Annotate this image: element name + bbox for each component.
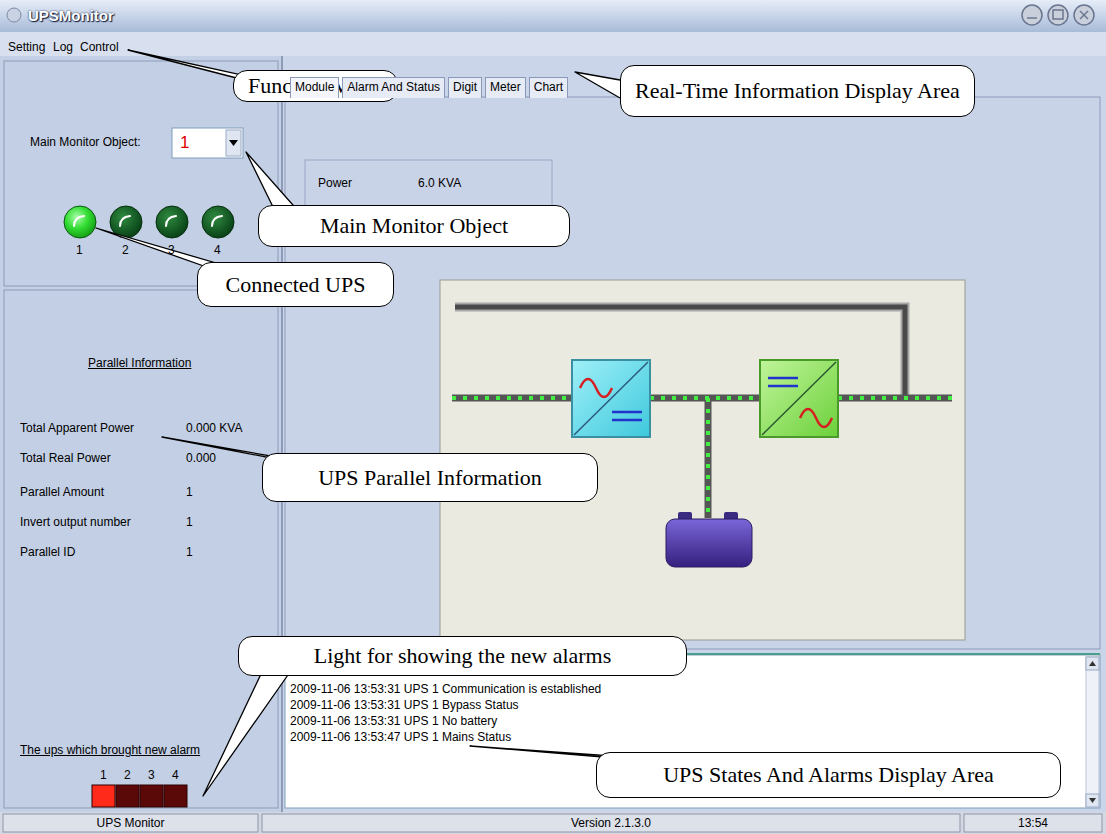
tab-button: Digit: [448, 77, 482, 98]
field-value: 1: [186, 485, 193, 499]
tab-label: Chart: [534, 80, 563, 94]
callout-text: Real-Time Information Display Area: [635, 78, 960, 104]
ups-number: 3: [168, 243, 175, 257]
section-heading: Parallel Information: [88, 356, 191, 370]
status-text: 13:54: [964, 816, 1102, 830]
window-title: UPSMonitor: [28, 7, 114, 25]
field-label: Total Real Power: [20, 451, 111, 465]
section-heading: The ups which brought new alarm: [20, 743, 200, 757]
callout-box: Connected UPS: [197, 262, 394, 307]
left-panel: [0, 56, 282, 812]
log-entry: 2009-11-06 13:53:31 UPS 1 Communication …: [290, 682, 601, 696]
callout-box: Light for showing the new alarms: [238, 636, 687, 676]
callout-text: UPS Parallel Information: [318, 465, 542, 491]
title-bar: [0, 0, 1106, 32]
ups-lights: [64, 206, 234, 238]
callout-text: Connected UPS: [226, 272, 366, 298]
app-icon: [7, 8, 21, 22]
ups-number: 4: [214, 243, 221, 257]
log-entry: 2009-11-06 13:53:47 UPS 1 Mains Status: [290, 730, 511, 744]
dropdown: [172, 128, 243, 158]
menu-item: Log: [53, 40, 73, 54]
callout-box: UPS Parallel Information: [262, 453, 598, 502]
tab-button: Module: [290, 77, 339, 98]
ups-number: 2: [124, 768, 131, 782]
field-label: Main Monitor Object:: [30, 135, 141, 149]
status-text: UPS Monitor: [3, 816, 258, 830]
tab-button: Meter: [485, 77, 526, 98]
callout-text: UPS States And Alarms Display Area: [663, 762, 994, 788]
log-area: [285, 655, 1100, 808]
alarm-lights: [92, 785, 187, 807]
ups-number: 2: [122, 243, 129, 257]
tab-button: Alarm And Status: [342, 77, 445, 98]
field-value: 1: [186, 545, 193, 559]
callout-box: Main Monitor Object: [258, 205, 570, 247]
status-bar: [0, 812, 1106, 834]
splitter: [281, 56, 283, 812]
menu-item: Setting: [8, 40, 45, 54]
ups-number: 1: [76, 243, 83, 257]
callout-box: UPS States And Alarms Display Area: [596, 752, 1061, 798]
window-buttons: [1022, 5, 1094, 25]
menu-item: Control: [80, 40, 119, 54]
dropdown-value: 1: [180, 133, 189, 153]
ups-number: 1: [100, 768, 107, 782]
tab-label: Module: [295, 80, 334, 94]
field-label: Parallel ID: [20, 545, 75, 559]
menu-bar: [0, 32, 1106, 56]
tab-button: Chart: [529, 77, 568, 98]
field-label: Parallel Amount: [20, 485, 104, 499]
field-value: 1: [186, 515, 193, 529]
status-text: Version 2.1.3.0: [262, 816, 960, 830]
log-entry: 2009-11-06 13:53:31 UPS 1 No battery: [290, 714, 497, 728]
tab-label: Meter: [490, 80, 521, 94]
field-label: Invert output number: [20, 515, 131, 529]
log-entry: 2009-11-06 13:53:31 UPS 1 Bypass Status: [290, 698, 519, 712]
ups-number: 4: [172, 768, 179, 782]
content-area: [285, 97, 1100, 649]
field-value: 6.0 KVA: [418, 176, 461, 190]
callout-text: Main Monitor Object: [320, 213, 508, 239]
field-label: Total Apparent Power: [20, 421, 134, 435]
field-value: 0.000: [186, 451, 216, 465]
tab-label: Alarm And Status: [347, 80, 440, 94]
tab-label: Digit: [453, 80, 477, 94]
callout-text: Light for showing the new alarms: [314, 643, 612, 669]
callout-tails: [96, 50, 640, 796]
ups-number: 3: [148, 768, 155, 782]
field-label: Power: [318, 176, 352, 190]
scrollbar: [1086, 657, 1099, 807]
callout-box: Real-Time Information Display Area: [620, 65, 975, 117]
field-value: 0.000 KVA: [186, 421, 242, 435]
